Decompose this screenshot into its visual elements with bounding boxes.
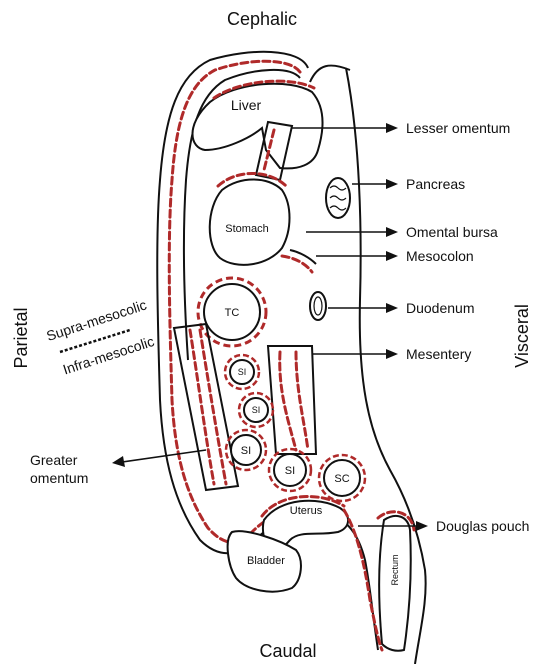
tc-label: TC <box>225 307 240 319</box>
label-infra-mesocolic: Infra-mesocolic <box>61 333 156 378</box>
mesentery-membrane-a <box>280 352 296 450</box>
mesocolon-label: Mesocolon <box>406 248 474 264</box>
callout-duodenum: Duodenum <box>328 300 475 316</box>
si-label-1: SI <box>238 367 247 377</box>
si-label-2: SI <box>252 405 261 415</box>
visceral-wall-top <box>310 66 350 82</box>
douglas-pouch-label: Douglas pouch <box>436 518 529 534</box>
si-label-3: SI <box>241 445 251 457</box>
greater-omentum-box <box>174 324 238 490</box>
sc-label: SC <box>334 473 349 485</box>
liver-label: Liver <box>231 97 262 113</box>
callout-mesentery: Mesentery <box>312 346 471 362</box>
callout-lesser-omentum: Lesser omentum <box>292 120 510 136</box>
label-visceral: Visceral <box>512 304 532 368</box>
callout-mesocolon: Mesocolon <box>316 248 474 264</box>
mesentery-membrane-b <box>296 352 308 450</box>
label-parietal: Parietal <box>11 307 31 368</box>
callout-omental-bursa: Omental bursa <box>306 224 498 240</box>
callout-pancreas: Pancreas <box>352 176 465 192</box>
mesentery-label: Mesentery <box>406 346 471 362</box>
duodenum-organ <box>310 292 326 320</box>
omental-bursa-label: Omental bursa <box>406 224 498 240</box>
stomach-label: Stomach <box>225 223 268 235</box>
rectum-label: Rectum <box>390 554 400 585</box>
greater-omentum-label-1: Greater <box>30 452 78 468</box>
si-label-4: SI <box>285 465 295 477</box>
label-cephalic: Cephalic <box>227 9 297 29</box>
label-supra-mesocolic: Supra-mesocolic <box>44 297 148 344</box>
lesser-omentum-label: Lesser omentum <box>406 120 510 136</box>
douglas-pouch-fold <box>344 510 382 650</box>
bladder-label: Bladder <box>247 555 285 567</box>
label-caudal: Caudal <box>259 641 316 661</box>
duodenum-label: Duodenum <box>406 300 475 316</box>
uterus-label: Uterus <box>290 505 323 517</box>
mesocolon-membrane <box>282 256 312 272</box>
greater-omentum-membrane-a <box>190 330 214 484</box>
pancreas-label: Pancreas <box>406 176 465 192</box>
greater-omentum-label-2: omentum <box>30 470 88 486</box>
